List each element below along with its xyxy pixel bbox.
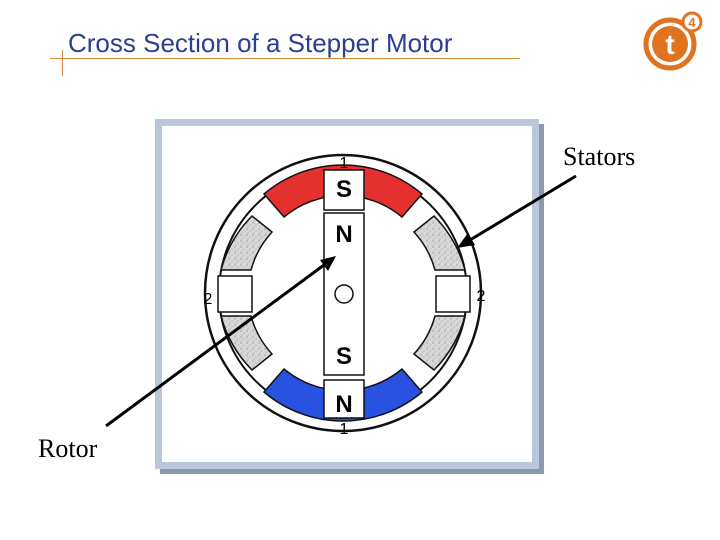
stators-callout-label: Stators: [563, 142, 636, 171]
stator-pole-lower-left-gray: [220, 315, 274, 372]
rotor-shaft: [334, 284, 354, 304]
rotor-arrow: [105, 256, 336, 428]
stator-pole-left: [217, 275, 253, 313]
title-crosshair-mark: [62, 50, 63, 76]
stator-bottom-polarity-label: N: [335, 391, 352, 418]
t4-logo-icon: t 4: [643, 11, 703, 71]
stator-pole-upper-right-gray: [412, 214, 466, 271]
stator-pole-upper-left-gray: [220, 214, 274, 271]
stator-pole-right: [435, 275, 471, 313]
phase-2-right-label: 2: [477, 288, 486, 305]
stator-tooth-top: [323, 169, 365, 211]
logo-superscript: 4: [688, 15, 696, 30]
phase-2-left-label: 2: [204, 291, 213, 308]
phase-1-top-label: 1: [340, 155, 349, 172]
stators-arrow: [457, 174, 577, 248]
logo-letter: t: [665, 29, 674, 60]
slide-title: Cross Section of a Stepper Motor: [68, 28, 453, 58]
title-underline: [50, 58, 520, 59]
stator-pole-lower-right-gray: [412, 315, 466, 372]
rotor-top-polarity-label: N: [335, 221, 352, 248]
phase-1-bottom-label: 1: [340, 421, 349, 438]
stator-tooth-bottom: [323, 379, 365, 419]
rotor-callout-label: Rotor: [38, 434, 98, 463]
rotor-bottom-polarity-label: S: [336, 343, 352, 370]
stator-top-polarity-label: S: [336, 176, 352, 203]
